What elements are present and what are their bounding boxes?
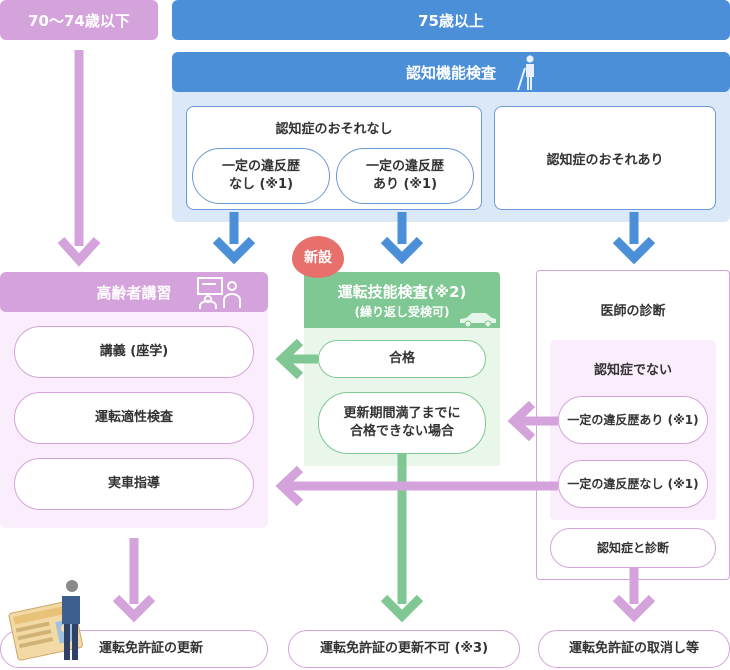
doctor-with-violation-label: 一定の違反歴あり (※1): [567, 412, 699, 427]
elderly-course-title: 高齢者講習: [96, 283, 172, 302]
dementia-risk-box: 認知症のおそれあり: [494, 106, 716, 210]
result-no-renewal: 運転免許証の更新不可 (※3): [288, 630, 520, 668]
no-dementia-risk-label: 認知症のおそれなし: [275, 121, 393, 137]
course-item-lecture-label: 講義 (座学): [99, 343, 169, 359]
course-item-driving-guidance: 実車指導: [14, 458, 254, 510]
not-dementia-label: 認知症でない: [593, 362, 672, 378]
result-revocation: 運転免許証の取消し等: [538, 630, 730, 668]
new-badge: 新設: [292, 236, 344, 278]
driving-test-subtitle: (繰り返し受検可): [354, 304, 450, 319]
dementia-risk-label: 認知症のおそれあり: [546, 152, 664, 168]
option-with-violation: 一定の違反歴 あり (※1): [336, 148, 474, 204]
course-item-aptitude-test-label: 運転適性検査: [94, 409, 173, 425]
cognitive-test-header: 認知機能検査: [172, 52, 730, 92]
result-revocation-label: 運転免許証の取消し等: [568, 640, 699, 656]
header-age-75-plus-label: 75歳以上: [418, 11, 484, 30]
header-age-70-74-label: 70～74歳以下: [28, 11, 130, 30]
elderly-person-icon: [517, 55, 534, 91]
car-icon: [460, 313, 496, 328]
dementia-diagnosed: 認知症と診断: [550, 528, 716, 568]
header-age-70-74: 70～74歳以下: [0, 0, 158, 40]
course-item-driving-guidance-label: 実車指導: [107, 475, 160, 491]
header-age-75-plus: 75歳以上: [172, 0, 730, 40]
course-item-lecture: 講義 (座学): [14, 326, 254, 378]
result-renewal-label: 運転免許証の更新: [98, 640, 203, 656]
license-card-icon: [8, 580, 83, 661]
driving-test-fail: 更新期間満了までに 合格できない場合: [318, 392, 486, 454]
new-badge-label: 新設: [304, 250, 332, 266]
result-no-renewal-label: 運転免許証の更新不可 (※3): [319, 640, 489, 656]
driving-test-pass-label: 合格: [388, 350, 415, 366]
driving-test-pass: 合格: [318, 340, 486, 378]
lecture-icon: [197, 277, 241, 309]
doctor-without-violation-label: 一定の違反歴なし (※1): [567, 476, 699, 491]
doctor-with-violation: 一定の違反歴あり (※1): [558, 396, 708, 444]
dementia-diagnosed-label: 認知症と診断: [596, 540, 669, 555]
doctor-without-violation: 一定の違反歴なし (※1): [558, 460, 708, 508]
option-no-violation: 一定の違反歴 なし (※1): [192, 148, 330, 204]
doctor-title: 医師の診断: [600, 303, 666, 319]
driving-test-title: 運転技能検査(※2): [337, 282, 467, 301]
cognitive-test-title: 認知機能検査: [405, 63, 496, 82]
course-item-aptitude-test: 運転適性検査: [14, 392, 254, 444]
